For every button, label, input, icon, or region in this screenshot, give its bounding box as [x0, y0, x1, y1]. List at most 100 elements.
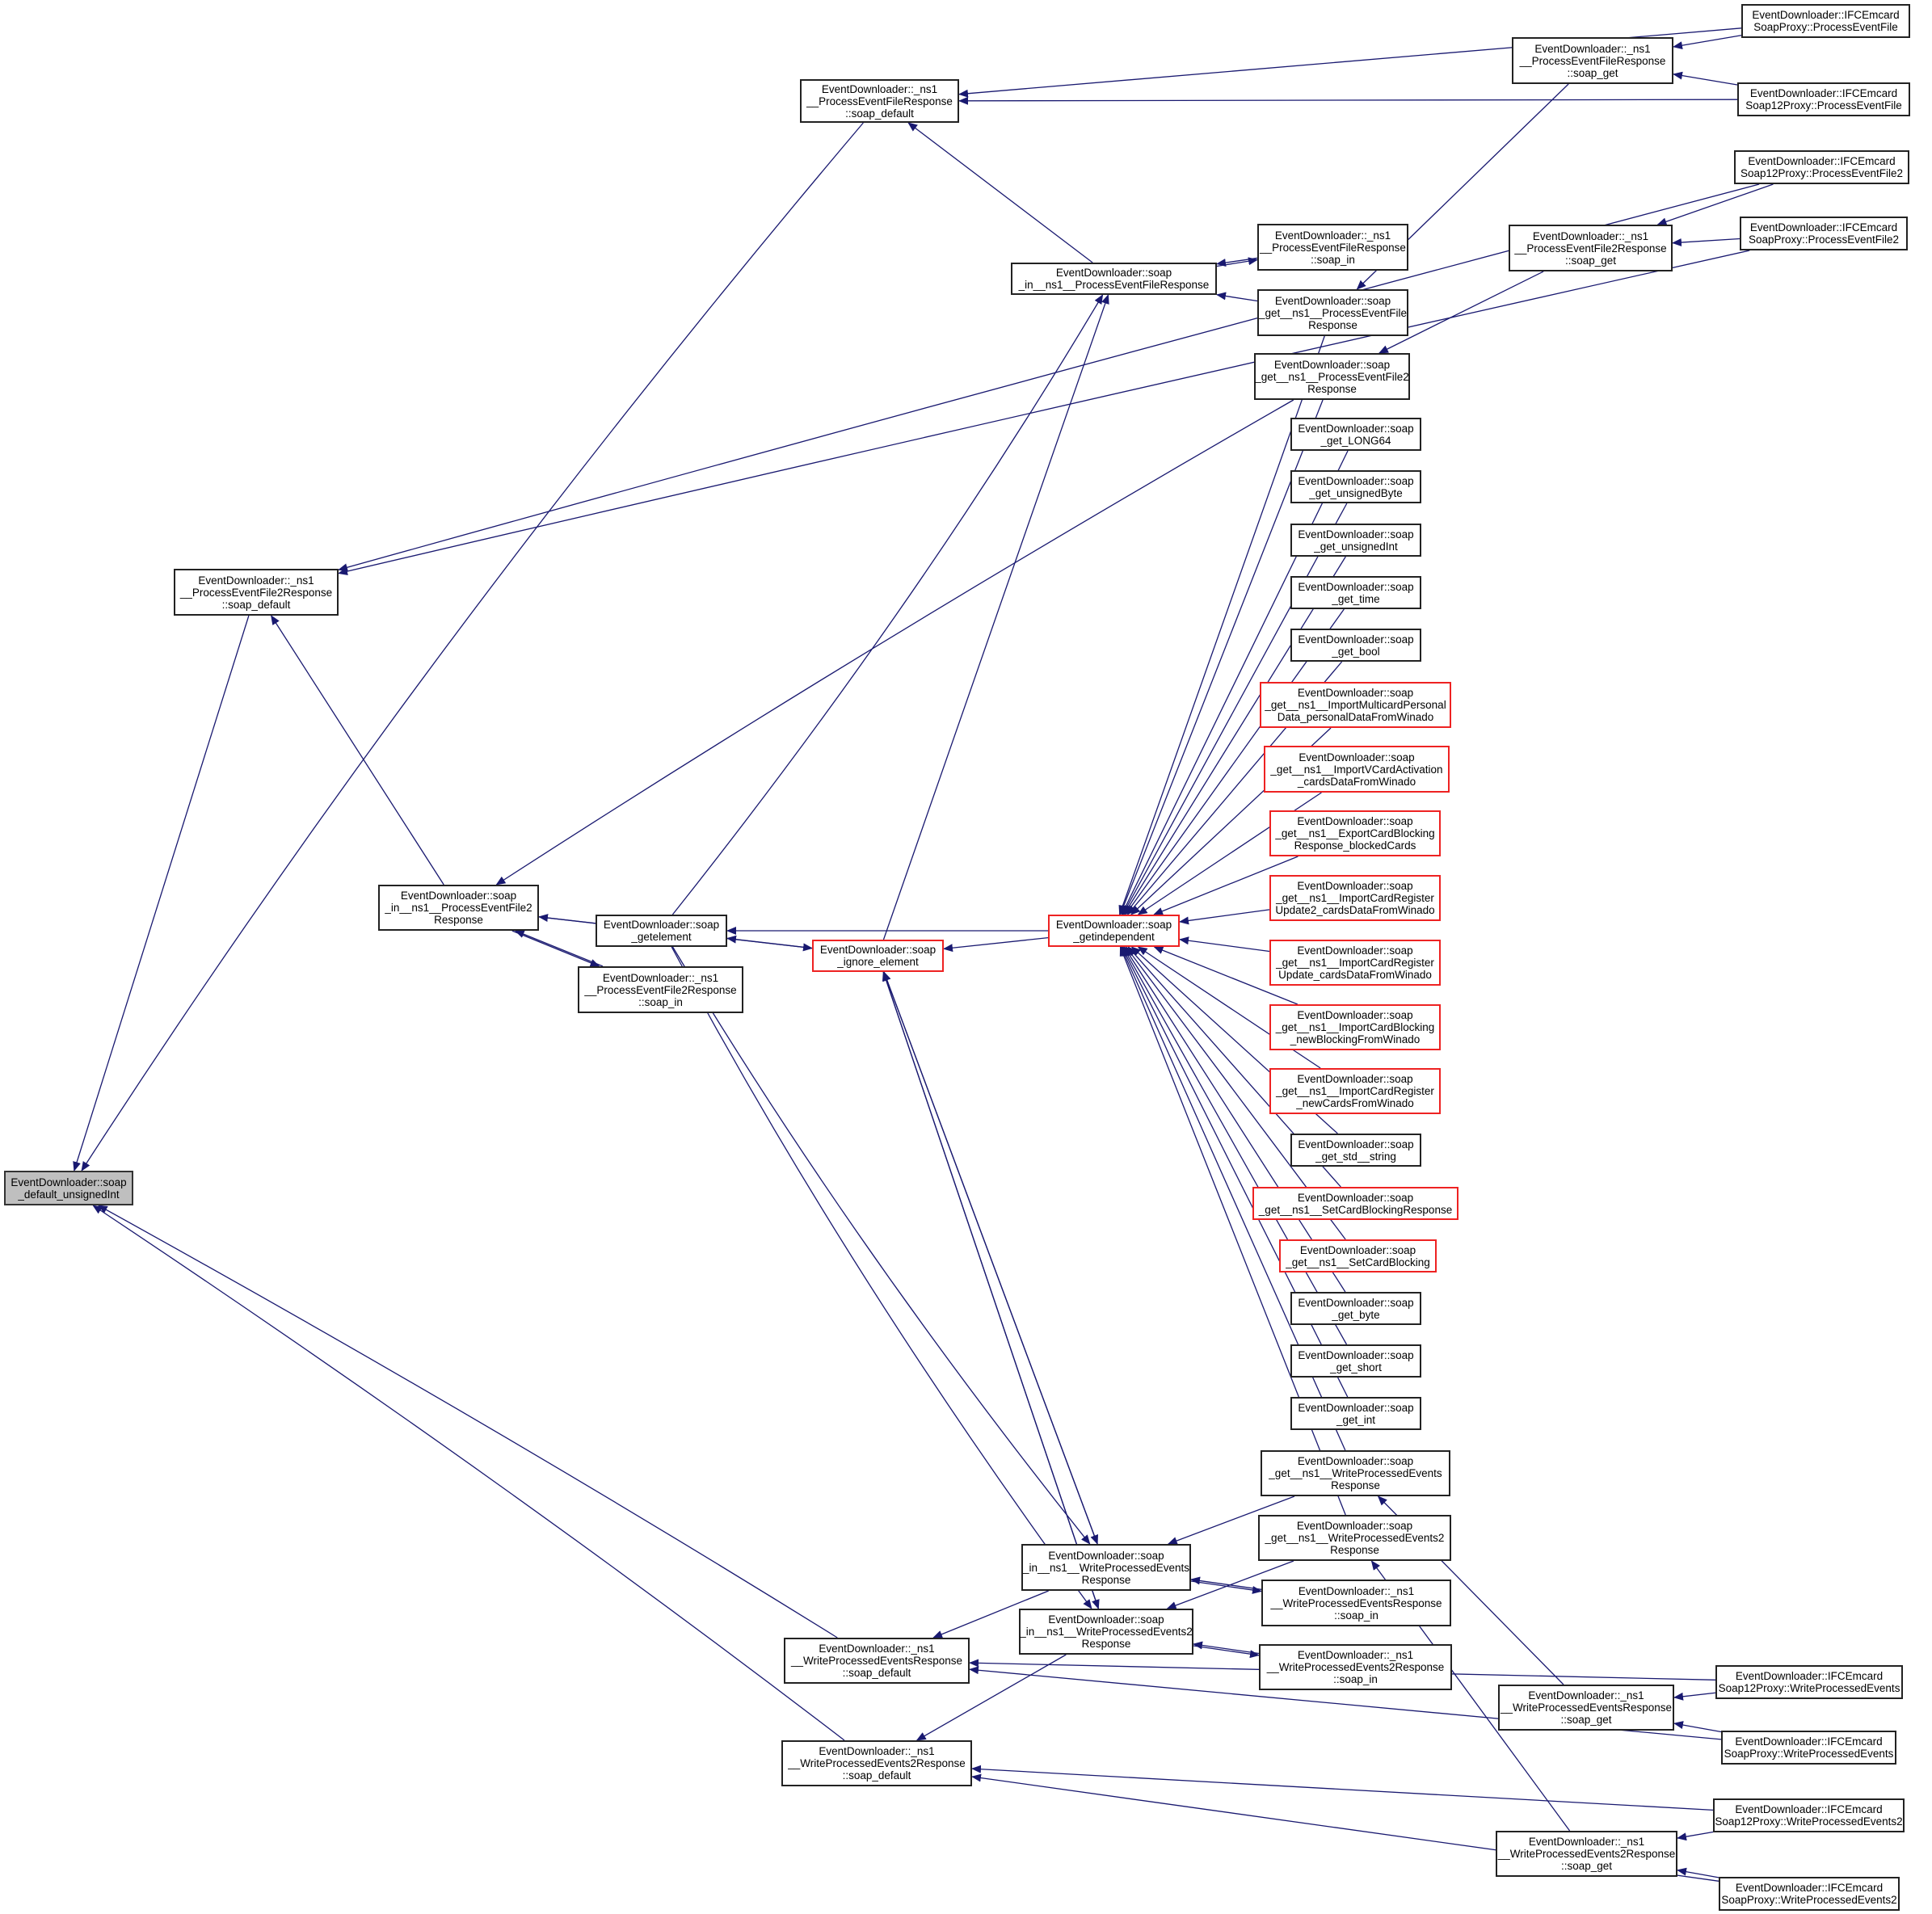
edge-proxy-pef-to-pefr-get: [1673, 35, 1742, 50]
node-label: EventDownloader::soap_get_int: [1298, 1402, 1413, 1426]
graph-node-get-ubyte[interactable]: EventDownloader::soap_get_unsignedByte: [1290, 470, 1421, 503]
graph-node-get-regupd2[interactable]: EventDownloader::soap_get__ns1__ImportCa…: [1269, 875, 1441, 921]
graph-node-get-short[interactable]: EventDownloader::soap_get_short: [1290, 1344, 1421, 1378]
graph-node-get-wpe2r[interactable]: EventDownloader::soap_get__ns1__WritePro…: [1258, 1515, 1451, 1561]
node-label-line: ::soap_default: [845, 107, 914, 120]
graph-node-in-pefr[interactable]: EventDownloader::soap_in__ns1__ProcessEv…: [1011, 263, 1217, 295]
graph-node-pefr-in[interactable]: EventDownloader::_ns1__ProcessEventFileR…: [1257, 224, 1408, 271]
graph-node-pef2r-default[interactable]: EventDownloader::_ns1__ProcessEventFile2…: [174, 569, 339, 616]
node-label-line: EventDownloader::soap: [1298, 422, 1414, 435]
node-label: EventDownloader::_ns1__ProcessEventFileR…: [806, 83, 953, 120]
node-label: EventDownloader::soap_get_std__string: [1298, 1138, 1413, 1163]
graph-node-get-multicard[interactable]: EventDownloader::soap_get__ns1__ImportMu…: [1260, 682, 1451, 728]
edge-get-regupd-to-getindependent: [1179, 936, 1270, 953]
graph-node-wper-get[interactable]: EventDownloader::_ns1__WriteProcessedEve…: [1498, 1685, 1674, 1731]
graph-node-get-newblocking[interactable]: EventDownloader::soap_get__ns1__ImportCa…: [1269, 1004, 1441, 1050]
edge-getelement-to-in-pefr: [671, 294, 1104, 915]
graph-node-get-int[interactable]: EventDownloader::soap_get_int: [1290, 1397, 1421, 1430]
graph-node-wpe2r-get[interactable]: EventDownloader::_ns1__WriteProcessedEve…: [1496, 1831, 1677, 1877]
graph-node-getelement[interactable]: EventDownloader::soap_getelement: [596, 915, 727, 947]
node-label-line: EventDownloader::IFCEmcard: [1735, 1670, 1884, 1682]
node-label: EventDownloader::_ns1__ProcessEventFile2…: [1514, 230, 1666, 267]
node-label-line: _in__ns1__ProcessEventFileResponse: [1018, 279, 1210, 291]
edge-getelement-to-in-wpe2r: [671, 946, 1092, 1609]
graph-node-get-stdstring[interactable]: EventDownloader::soap_get_std__string: [1290, 1134, 1421, 1167]
node-label: EventDownloader::soap_get__ns1__ProcessE…: [1255, 359, 1409, 395]
graph-node-get-pef2r[interactable]: EventDownloader::soap_get__ns1__ProcessE…: [1254, 353, 1410, 400]
graph-node-get-exportblocking[interactable]: EventDownloader::soap_get__ns1__ExportCa…: [1269, 810, 1441, 856]
graph-node-get-long64[interactable]: EventDownloader::soap_get_LONG64: [1290, 418, 1421, 451]
node-label-line: EventDownloader::IFCEmcard: [1749, 87, 1898, 99]
edge-proxy12-wpe2-to-wpe2r-get: [1677, 1831, 1714, 1841]
node-label-line: EventDownloader::_ns1: [819, 1643, 935, 1655]
node-label-line: EventDownloader::soap: [1048, 1549, 1164, 1562]
node-label-line: _get_LONG64: [1320, 434, 1391, 447]
graph-node-get-pefr[interactable]: EventDownloader::soap_get__ns1__ProcessE…: [1257, 289, 1408, 336]
node-label: EventDownloader::soap_getelement: [604, 919, 719, 943]
graph-node-getindependent[interactable]: EventDownloader::soap_getindependent: [1048, 915, 1180, 947]
node-label-line: Soap12Proxy::ProcessEventFile2: [1740, 167, 1904, 179]
edge-get-wper-to-in-wper: [1167, 1495, 1295, 1545]
graph-node-wper-default[interactable]: EventDownloader::_ns1__WriteProcessedEve…: [784, 1638, 970, 1684]
node-label: EventDownloader::soap_get__ns1__ProcessE…: [1259, 295, 1407, 331]
node-label-line: ::soap_get: [1567, 66, 1618, 79]
graph-node-get-time[interactable]: EventDownloader::soap_get_time: [1290, 576, 1421, 609]
node-label-line: _get__ns1__ImportMulticardPersonal: [1265, 699, 1446, 711]
graph-node-pefr-get[interactable]: EventDownloader::_ns1__ProcessEventFileR…: [1512, 37, 1673, 84]
graph-node-in-wpe2r[interactable]: EventDownloader::soap_in__ns1__WriteProc…: [1019, 1609, 1193, 1655]
node-label: EventDownloader::_ns1__WriteProcessedEve…: [788, 1745, 966, 1781]
graph-node-wpe2r-default[interactable]: EventDownloader::_ns1__WriteProcessedEve…: [781, 1740, 972, 1786]
graph-node-get-uint[interactable]: EventDownloader::soap_get_unsignedInt: [1290, 524, 1421, 557]
graph-node-get-vcard[interactable]: EventDownloader::soap_get__ns1__ImportVC…: [1264, 746, 1450, 793]
node-label-line: EventDownloader::_ns1: [1534, 42, 1651, 55]
graph-node-root[interactable]: EventDownloader::soap_default_unsignedIn…: [4, 1171, 133, 1205]
node-label-line: _newBlockingFromWinado: [1290, 1033, 1421, 1045]
node-label-line: ::soap_default: [842, 1667, 911, 1679]
graph-node-get-setblockresp[interactable]: EventDownloader::soap_get__ns1__SetCardB…: [1252, 1187, 1458, 1220]
node-label: EventDownloader::soap_ignore_element: [820, 944, 936, 968]
node-label: EventDownloader::_ns1__WriteProcessedEve…: [1267, 1649, 1445, 1685]
graph-node-get-setblock[interactable]: EventDownloader::soap_get__ns1__SetCardB…: [1279, 1239, 1437, 1272]
node-label: EventDownloader::_ns1__WriteProcessedEve…: [1498, 1836, 1676, 1872]
graph-node-get-byte[interactable]: EventDownloader::soap_get_byte: [1290, 1292, 1421, 1325]
graph-node-wpe2r-in[interactable]: EventDownloader::_ns1__WriteProcessedEve…: [1259, 1644, 1452, 1690]
graph-node-get-newcards[interactable]: EventDownloader::soap_get__ns1__ImportCa…: [1269, 1068, 1441, 1114]
edge-in-wpe2r-to-wpe2r-in: [1193, 1645, 1260, 1659]
graph-node-pef2r-in[interactable]: EventDownloader::_ns1__ProcessEventFile2…: [578, 966, 743, 1013]
graph-node-get-wper[interactable]: EventDownloader::soap_get__ns1__WritePro…: [1261, 1450, 1450, 1496]
edge-ignore-element-to-in-pefr: [882, 294, 1109, 940]
node-label-line: __ProcessEventFileResponse: [1519, 54, 1666, 67]
node-label-line: EventDownloader::soap: [1296, 1520, 1413, 1532]
node-label-line: _get__ns1__ImportCardBlocking: [1275, 1021, 1435, 1033]
graph-node-get-regupd[interactable]: EventDownloader::soap_get__ns1__ImportCa…: [1269, 940, 1441, 986]
edge-in-wper-to-wper-in: [1190, 1580, 1262, 1594]
graph-node-pefr-default[interactable]: EventDownloader::_ns1__ProcessEventFileR…: [800, 79, 959, 123]
node-label-line: _get__ns1__WriteProcessedEvents: [1269, 1467, 1442, 1479]
node-label-line: _get__ns1__ImportVCardActivation: [1270, 763, 1443, 776]
graph-node-wper-in[interactable]: EventDownloader::_ns1__WriteProcessedEve…: [1261, 1580, 1451, 1626]
edge-get-uint-to-getindependent: [1123, 556, 1346, 915]
node-label-line: _get_short: [1330, 1361, 1382, 1373]
node-label-line: EventDownloader::soap: [1298, 1348, 1414, 1361]
graph-node-in-pef2r[interactable]: EventDownloader::soap_in__ns1__ProcessEv…: [378, 885, 539, 931]
node-label-line: __WriteProcessedEvents2Response: [1497, 1848, 1676, 1860]
edges-layer: [73, 27, 1774, 1882]
edge-in-wper-to-wper-default: [932, 1590, 1049, 1638]
graph-node-in-wper[interactable]: EventDownloader::soap_in__ns1__WriteProc…: [1021, 1544, 1191, 1591]
graph-node-ignore-element[interactable]: EventDownloader::soap_ignore_element: [812, 940, 944, 972]
graph-node-get-bool[interactable]: EventDownloader::soap_get_bool: [1290, 629, 1421, 662]
node-label-line: Response: [1307, 382, 1357, 395]
node-label-line: EventDownloader::soap: [1297, 1191, 1414, 1204]
graph-node-pef2r-get[interactable]: EventDownloader::_ns1__ProcessEventFile2…: [1509, 225, 1673, 271]
